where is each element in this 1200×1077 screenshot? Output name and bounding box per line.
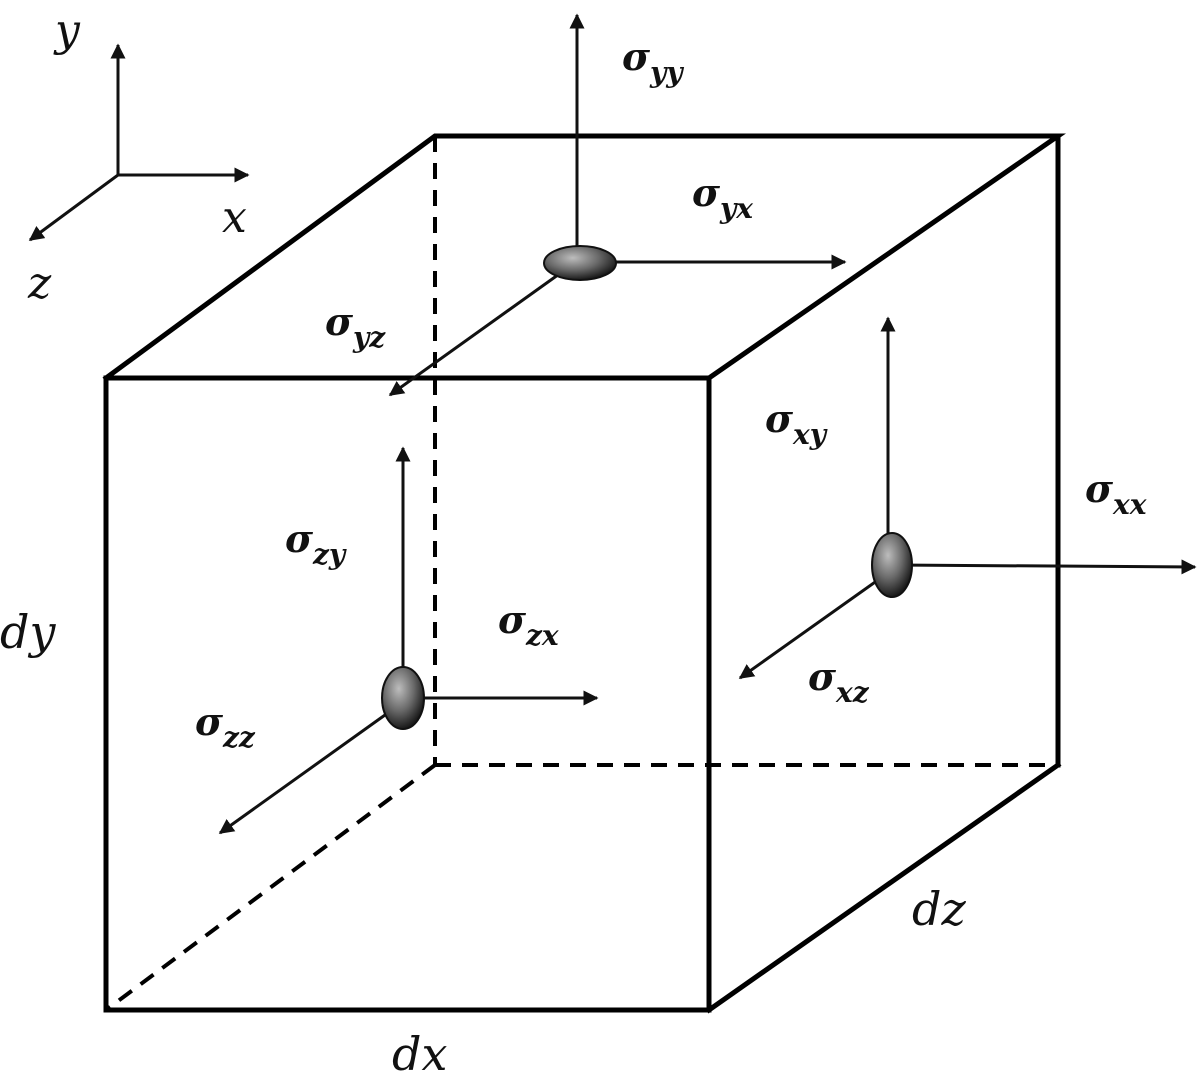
sigma-zz-label: σzz — [195, 699, 256, 754]
dimension-labels: dy dx dz — [0, 605, 966, 1077]
sigma-xx-label: σxx — [1085, 466, 1147, 521]
sigma-xy-label: σxy — [765, 396, 828, 451]
y-axis-label: y — [53, 5, 81, 56]
z-axis-label: z — [27, 258, 52, 309]
dx-label: dx — [392, 1027, 447, 1077]
sigma-yz-arrow — [388, 270, 563, 397]
x-axis-label: x — [222, 192, 247, 243]
sigma-yy-label: σyy — [622, 34, 684, 89]
top-face-node — [543, 245, 617, 281]
top-face-stresses — [388, 13, 847, 397]
dz-label: dz — [912, 882, 966, 936]
sigma-zz-arrow — [218, 708, 393, 835]
z-axis-arrow — [28, 173, 119, 242]
front-face-node — [381, 666, 425, 730]
sigma-xz-label: σxz — [808, 654, 870, 709]
sigma-xz-arrow — [738, 578, 879, 680]
right-face-node — [871, 532, 913, 598]
sigma-zy-label: σzy — [285, 516, 347, 571]
hidden-edges — [104, 136, 1058, 1012]
cube-edges — [102, 133, 1066, 1014]
axis-triad: y x z — [27, 5, 250, 309]
dy-label: dy — [0, 605, 56, 659]
sigma-xx-arrow — [894, 559, 1197, 575]
sigma-yz-label: σyz — [325, 299, 386, 354]
stress-labels: σyy σyx σyz σxy σxx σxz σzy σzx σzz — [195, 34, 1147, 754]
sigma-zx-label: σzx — [498, 597, 559, 652]
right-face-stresses — [738, 316, 1197, 680]
sigma-yx-label: σyx — [692, 170, 753, 225]
front-face-stresses — [218, 446, 599, 835]
